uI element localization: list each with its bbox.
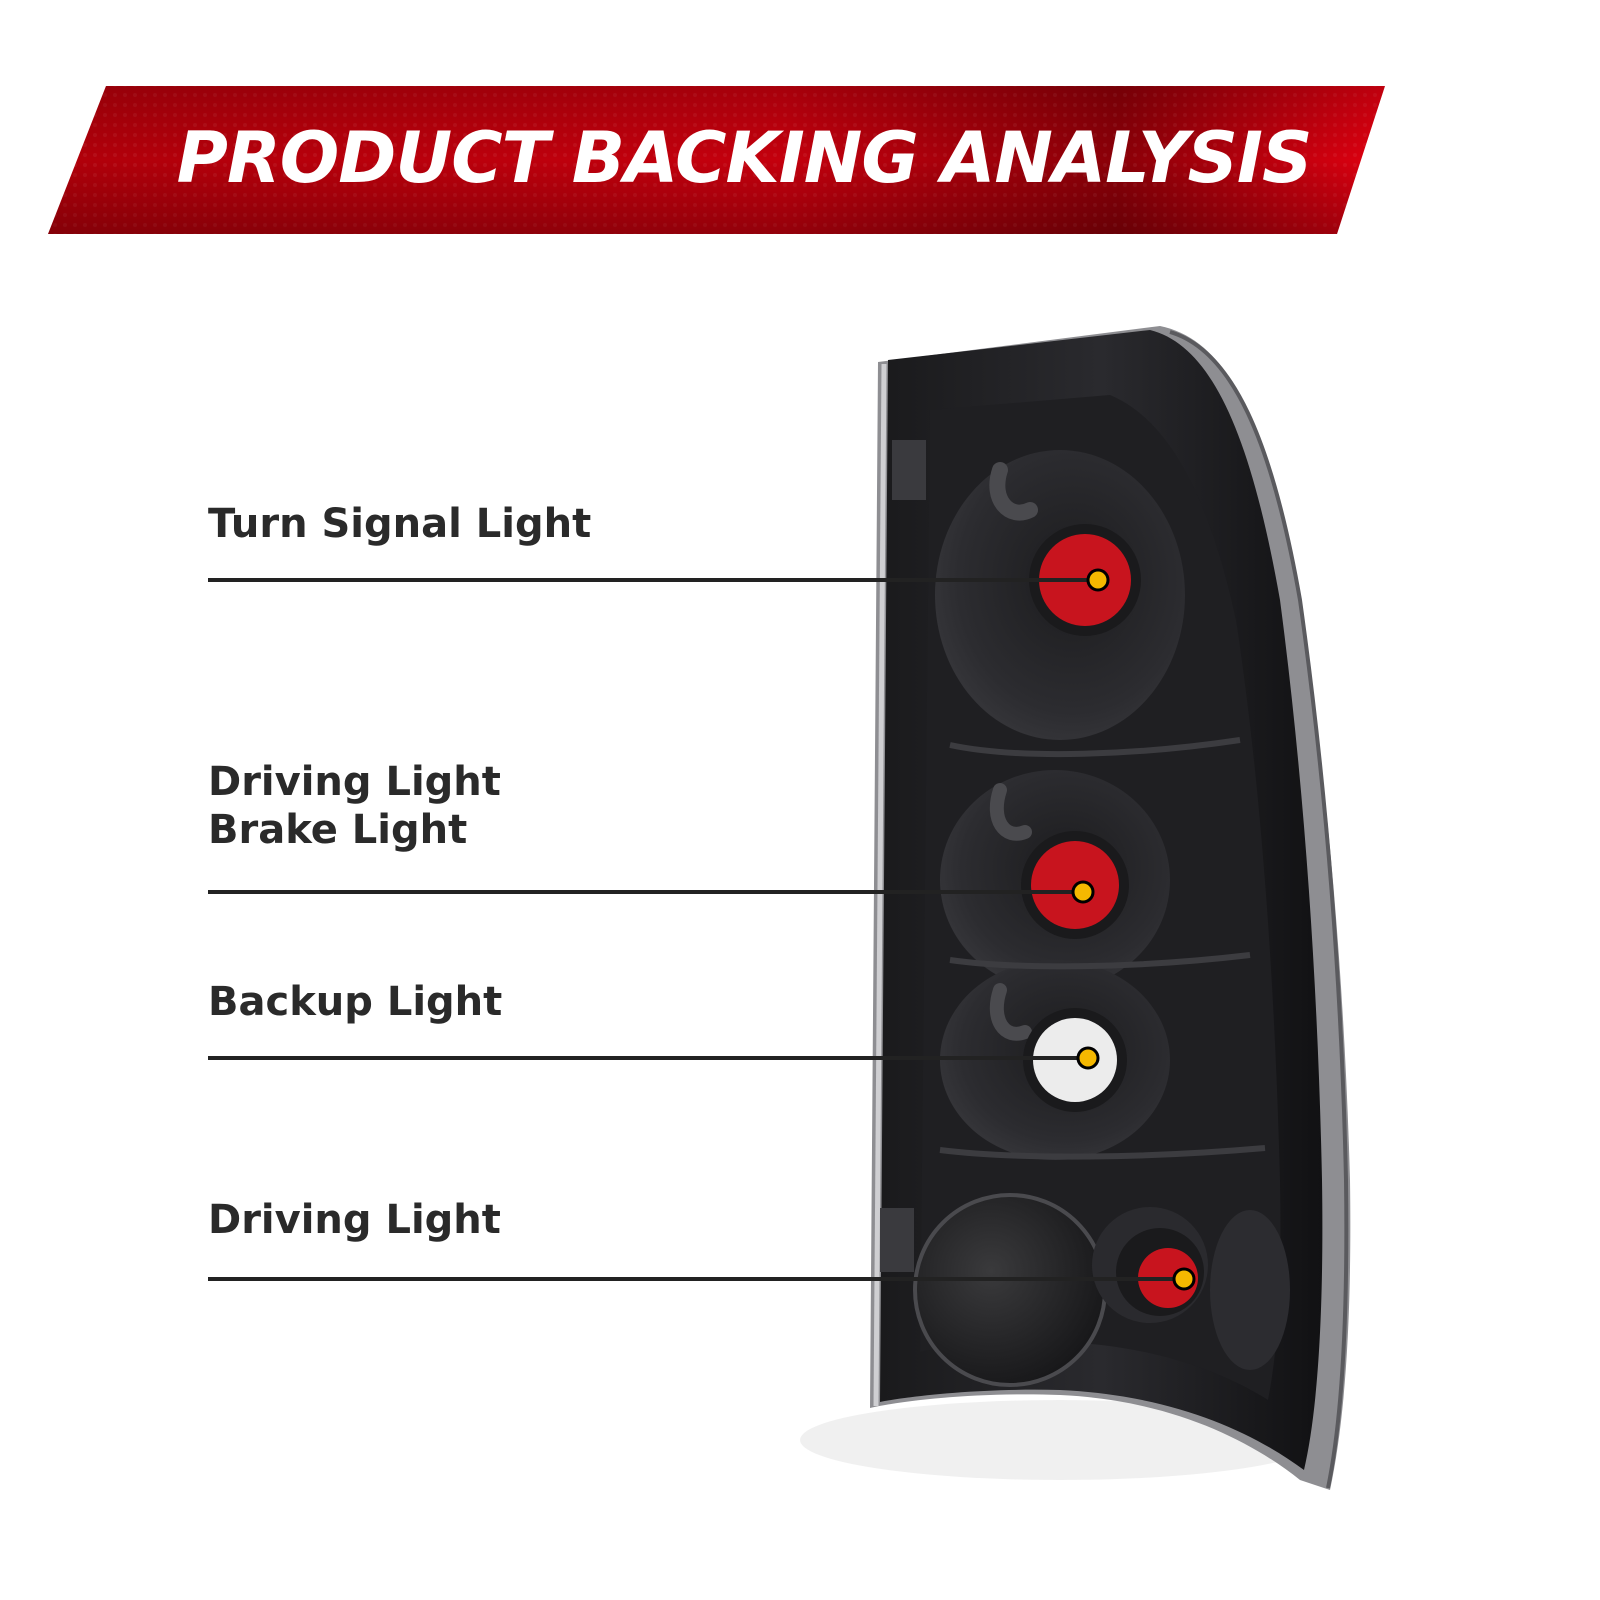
clip-top (892, 440, 926, 500)
label-turn-signal: Turn Signal Light (208, 500, 591, 548)
label-line: Turn Signal Light (208, 501, 592, 547)
socket-driving (1092, 1207, 1208, 1323)
callout-marker-turn (1086, 568, 1110, 592)
label-line: Backup Light (208, 979, 503, 1025)
banner-shape (48, 86, 1385, 234)
label-driving: Driving Light (208, 1196, 501, 1244)
label-backup: Backup Light (208, 978, 502, 1026)
label-driving-brake: Driving Light Brake Light (208, 758, 501, 854)
page-title: PRODUCT BACKING ANALYSIS (176, 117, 1313, 199)
access-cap (915, 1195, 1105, 1385)
callout-marker-brake (1071, 880, 1095, 904)
callout-marker-backup (1076, 1046, 1100, 1070)
label-line: Driving Light (208, 759, 501, 805)
reflector-bump (1210, 1210, 1290, 1370)
header-banner: PRODUCT BACKING ANALYSIS (0, 0, 1600, 260)
label-line: Brake Light (208, 807, 468, 853)
callout-marker-driving (1172, 1267, 1196, 1291)
label-line: Driving Light (208, 1197, 501, 1243)
clip-bottom (880, 1208, 914, 1272)
